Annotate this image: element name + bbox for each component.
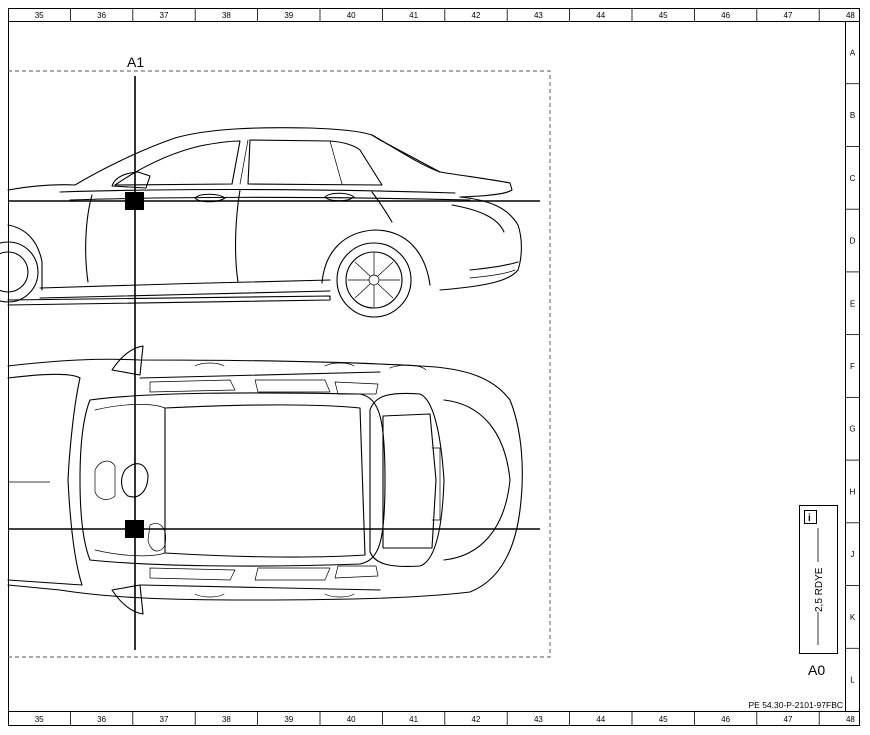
column-label: 43 [534, 715, 543, 724]
column-label: 46 [721, 715, 730, 724]
column-label: 44 [596, 11, 605, 20]
connector-point-top [125, 520, 144, 538]
column-label: 37 [160, 715, 169, 724]
row-label: A [850, 48, 856, 57]
row-labels: A B C D E F G H J K L [849, 48, 855, 684]
column-label: 48 [846, 11, 855, 20]
marker-lines [8, 76, 540, 650]
row-label: F [850, 362, 855, 371]
column-label: 46 [721, 11, 730, 20]
car-side-view [0, 127, 522, 318]
row-label: C [850, 174, 856, 183]
row-label: J [851, 550, 855, 559]
row-label: G [849, 425, 855, 434]
info-icon-box [804, 510, 817, 524]
column-label: 36 [97, 715, 106, 724]
column-label: 38 [222, 715, 231, 724]
view-boundary-dashed [8, 70, 551, 658]
column-label: 41 [409, 715, 418, 724]
wire-legend: i 2,5 RDYE [799, 505, 838, 654]
column-label: 38 [222, 11, 231, 20]
column-label: 35 [35, 11, 44, 20]
row-label: L [850, 676, 855, 685]
row-label: D [850, 237, 856, 246]
column-label: 36 [97, 11, 106, 20]
column-label: 37 [160, 11, 169, 20]
drawing-frame [8, 8, 860, 726]
column-label: 42 [472, 11, 481, 20]
column-label: 45 [659, 11, 668, 20]
row-label: B [850, 111, 855, 120]
column-label: 35 [35, 715, 44, 724]
column-ticks-bottom [70, 711, 820, 726]
car-top-view [7, 345, 523, 615]
column-labels-top: 35 36 37 38 39 40 41 42 43 44 45 46 47 48 [35, 11, 856, 20]
column-label: 48 [846, 715, 855, 724]
connector-point-side [125, 192, 144, 210]
row-ticks [845, 83, 860, 649]
column-label: 41 [409, 11, 418, 20]
row-label: K [850, 613, 856, 622]
column-label: 44 [596, 715, 605, 724]
column-label: 47 [784, 11, 793, 20]
point-label-a0: A0 [808, 662, 825, 678]
column-label: 39 [284, 715, 293, 724]
column-label: 45 [659, 715, 668, 724]
column-label: 39 [284, 11, 293, 20]
column-label: 40 [347, 11, 356, 20]
column-labels-bottom: 35 36 37 38 39 40 41 42 43 44 45 46 47 48 [35, 715, 856, 724]
column-label: 42 [472, 715, 481, 724]
info-icon: i [808, 513, 811, 524]
row-label: E [850, 299, 855, 308]
point-label-a1: A1 [127, 54, 144, 70]
row-label: H [850, 487, 856, 496]
document-number: PE 54.30-P-2101-97FBC [749, 700, 844, 710]
wire-spec-label: 2,5 RDYE [814, 567, 825, 612]
column-label: 43 [534, 11, 543, 20]
column-label: 40 [347, 715, 356, 724]
column-label: 47 [784, 715, 793, 724]
column-ticks-top [70, 8, 820, 21]
